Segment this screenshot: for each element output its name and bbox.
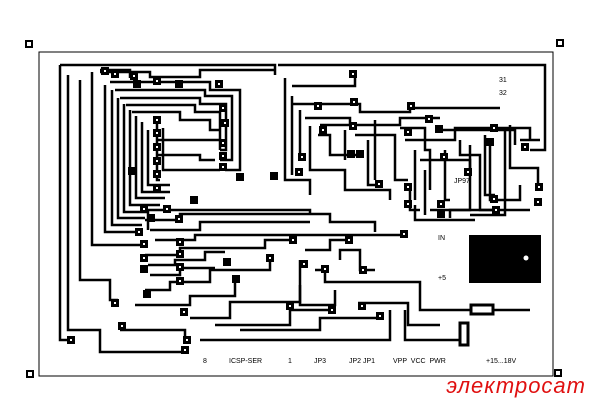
jp2-jp1-label: JP2 JP1 bbox=[349, 358, 376, 365]
plus5-label: +5 bbox=[438, 275, 446, 282]
pin-32-label: 32 bbox=[499, 90, 507, 97]
bottom-8-label: 8 bbox=[203, 358, 207, 365]
voltage-range-label: +15...18V bbox=[486, 358, 517, 365]
corner-marks bbox=[25, 39, 564, 378]
brand-logo: электросат bbox=[446, 373, 586, 398]
vpp-vcc-pwr-label: VPP VCC PWR bbox=[393, 358, 446, 365]
fuse-component bbox=[458, 321, 470, 347]
icsp-ser-label: ICSP-SER bbox=[229, 358, 263, 365]
pin-31-label: 31 bbox=[499, 77, 507, 84]
board-outline bbox=[38, 51, 554, 377]
jp97-label: JP97 bbox=[454, 178, 470, 185]
bottom-1-label: 1 bbox=[288, 358, 292, 365]
copper-pour-pad bbox=[469, 235, 541, 283]
component-pads bbox=[67, 67, 543, 354]
power-connector bbox=[469, 303, 495, 316]
footer-bar: электросат bbox=[0, 371, 600, 408]
jp3-label: JP3 bbox=[314, 358, 327, 365]
copper-pour-hole bbox=[523, 255, 529, 261]
in-label: IN bbox=[438, 235, 445, 242]
